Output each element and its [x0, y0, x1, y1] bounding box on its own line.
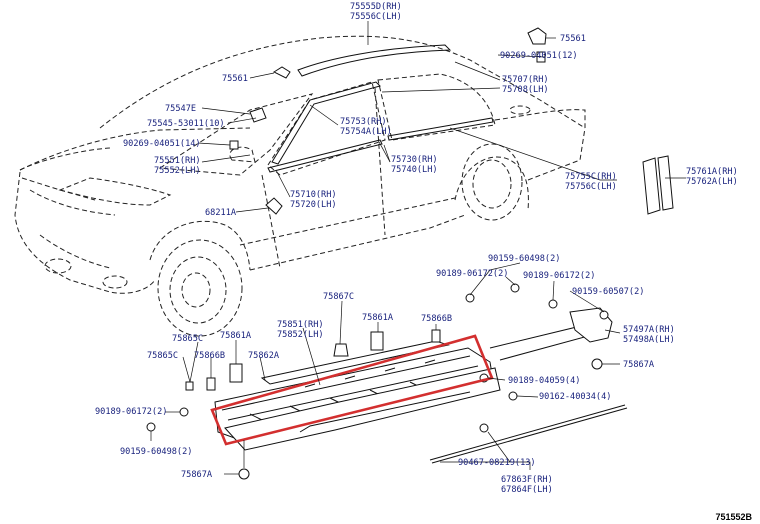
- fastener-90189-b: [548, 299, 558, 309]
- label-75867c: 75867C: [323, 292, 354, 302]
- label-75551: 75551(RH): [154, 156, 201, 166]
- label-90467: 90467-08219(13): [458, 458, 536, 468]
- label-75761a: 75761A(RH): [686, 167, 738, 177]
- label-75852: 75852(LH): [277, 330, 324, 340]
- fastener-90467: [479, 423, 489, 433]
- label-67863f: 67863F(RH): [501, 475, 553, 485]
- rear-belt-moulding: [387, 117, 494, 141]
- label-90189-top-b: 90189-06172(2): [523, 271, 595, 281]
- label-90159-right: 90159-60507(2): [572, 287, 644, 297]
- label-75762a: 75762A(LH): [686, 177, 738, 187]
- window-frame-moulding: [271, 81, 381, 165]
- label-75756c: 75756C(LH): [565, 182, 617, 192]
- fastener-75867a-r: [591, 358, 603, 370]
- label-75754a: 75754A(LH): [340, 127, 392, 137]
- step-plate: [260, 340, 450, 385]
- label-90162: 90162-40034(4): [539, 392, 611, 402]
- diagram-reference-number: 751552B: [715, 512, 752, 522]
- pillar-garnish-rh: [642, 157, 661, 215]
- clip-75561-left: [272, 66, 291, 79]
- car-body-outline: [14, 35, 586, 337]
- label-75708: 75708(LH): [502, 85, 549, 95]
- fastener-75867a-b: [238, 468, 250, 480]
- label-90189-left: 90189-06172(2): [95, 407, 167, 417]
- label-75561-top: 75561: [560, 34, 586, 44]
- label-75556c: 75556C(LH): [350, 12, 402, 22]
- label-75720: 75720(LH): [290, 200, 337, 210]
- label-90189-04059: 90189-04059(4): [508, 376, 580, 386]
- clip-75865c: [185, 381, 194, 391]
- label-75753: 75753(RH): [340, 117, 387, 127]
- label-75862a: 75862A: [248, 351, 280, 361]
- label-75555d: 75555D(RH): [350, 2, 402, 12]
- label-90269-top: 90269-04051(12): [500, 51, 578, 61]
- label-75552: 75552(LH): [154, 166, 201, 176]
- label-90159-left: 90159-60498(2): [120, 447, 192, 457]
- label-75865c-a: 75865C: [172, 334, 203, 344]
- label-75861a-top: 75861A: [362, 313, 394, 323]
- fastener-90189-a: [510, 283, 520, 293]
- label-67864f: 67864F(LH): [501, 485, 553, 495]
- label-75866b-top: 75866B: [421, 314, 452, 324]
- fastener-90162: [508, 391, 518, 401]
- clip-75561-top: [527, 27, 547, 45]
- clip-75861a-mid: [229, 363, 243, 383]
- label-75740: 75740(LH): [391, 165, 438, 175]
- label-75755c: 75755C(RH): [565, 172, 617, 182]
- label-90269-left: 90269-04051(14): [123, 139, 201, 149]
- label-75866b-mid: 75866B: [194, 351, 225, 361]
- label-57497a: 57497A(RH): [623, 325, 675, 335]
- fastener-90189-d: [179, 407, 189, 417]
- label-75851: 75851(RH): [277, 320, 324, 330]
- label-68211a: 68211A: [205, 208, 237, 218]
- label-75730: 75730(RH): [391, 155, 438, 165]
- clip-75861a-top: [370, 331, 384, 351]
- clip-75547e: [249, 107, 267, 123]
- lower-garnish-line: [429, 404, 626, 461]
- label-57498a: 57498A(LH): [623, 335, 675, 345]
- clip-90269-left: [229, 140, 239, 150]
- label-75547e: 75547E: [165, 104, 196, 114]
- fastener-90159-b: [599, 310, 609, 320]
- label-75865c-b: 75865C: [147, 351, 178, 361]
- roof-moulding: [297, 44, 452, 77]
- label-90159-top: 90159-60498(2): [488, 254, 560, 264]
- leader-lines: [150, 21, 686, 475]
- clip-75866b-mid: [206, 377, 216, 391]
- rocker-panel-assembly: [214, 324, 593, 451]
- fastener-90159-c: [146, 422, 156, 432]
- label-75561-left: 75561: [222, 74, 248, 84]
- fastener-90159-a: [465, 293, 475, 303]
- pillar-garnish-lh: [657, 155, 674, 211]
- label-75545: 75545-53011(10): [147, 119, 225, 129]
- belt-moulding: [267, 139, 383, 173]
- clip-68211a: [265, 197, 283, 215]
- label-90189-top-a: 90189-06172(2): [436, 269, 508, 279]
- label-75867a-bottom: 75867A: [181, 470, 213, 480]
- label-75710: 75710(RH): [290, 190, 337, 200]
- lower-garnish-line-2: [431, 407, 628, 464]
- label-75707: 75707(RH): [502, 75, 549, 85]
- clip-75866b-top: [431, 329, 441, 343]
- highlight-box: [210, 334, 494, 446]
- label-75867a-right: 75867A: [623, 360, 655, 370]
- clip-75867c: [333, 343, 349, 357]
- label-75861a-mid: 75861A: [220, 331, 252, 341]
